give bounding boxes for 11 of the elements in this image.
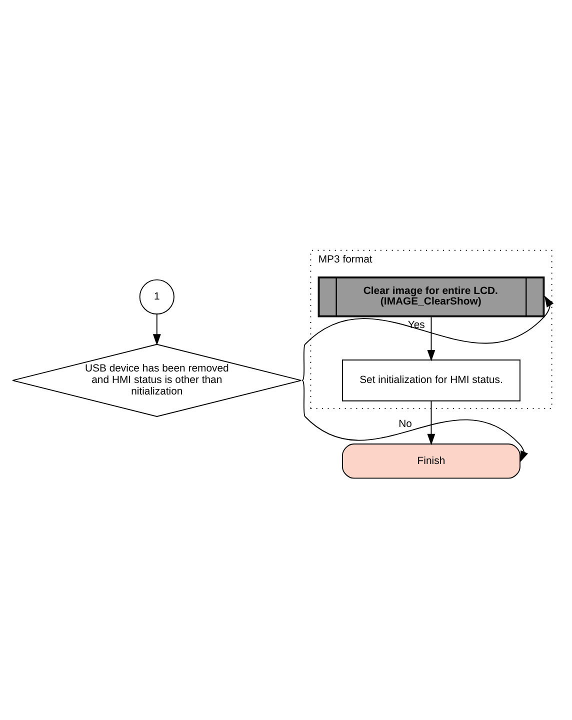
edge-label: Yes — [408, 319, 425, 330]
node-diamond: USB device has been removed and HMI status is other than nitialization — [12, 343, 302, 416]
arrow — [427, 400, 436, 445]
node-box: Set initialization for HMI status. — [342, 359, 520, 401]
arrow — [302, 379, 528, 462]
arrow — [427, 316, 436, 361]
node-box: Finish — [342, 443, 520, 478]
arrow — [152, 313, 161, 346]
arrow — [302, 295, 554, 380]
node-circle: 1 — [139, 278, 174, 314]
edge-label: No — [398, 418, 412, 430]
